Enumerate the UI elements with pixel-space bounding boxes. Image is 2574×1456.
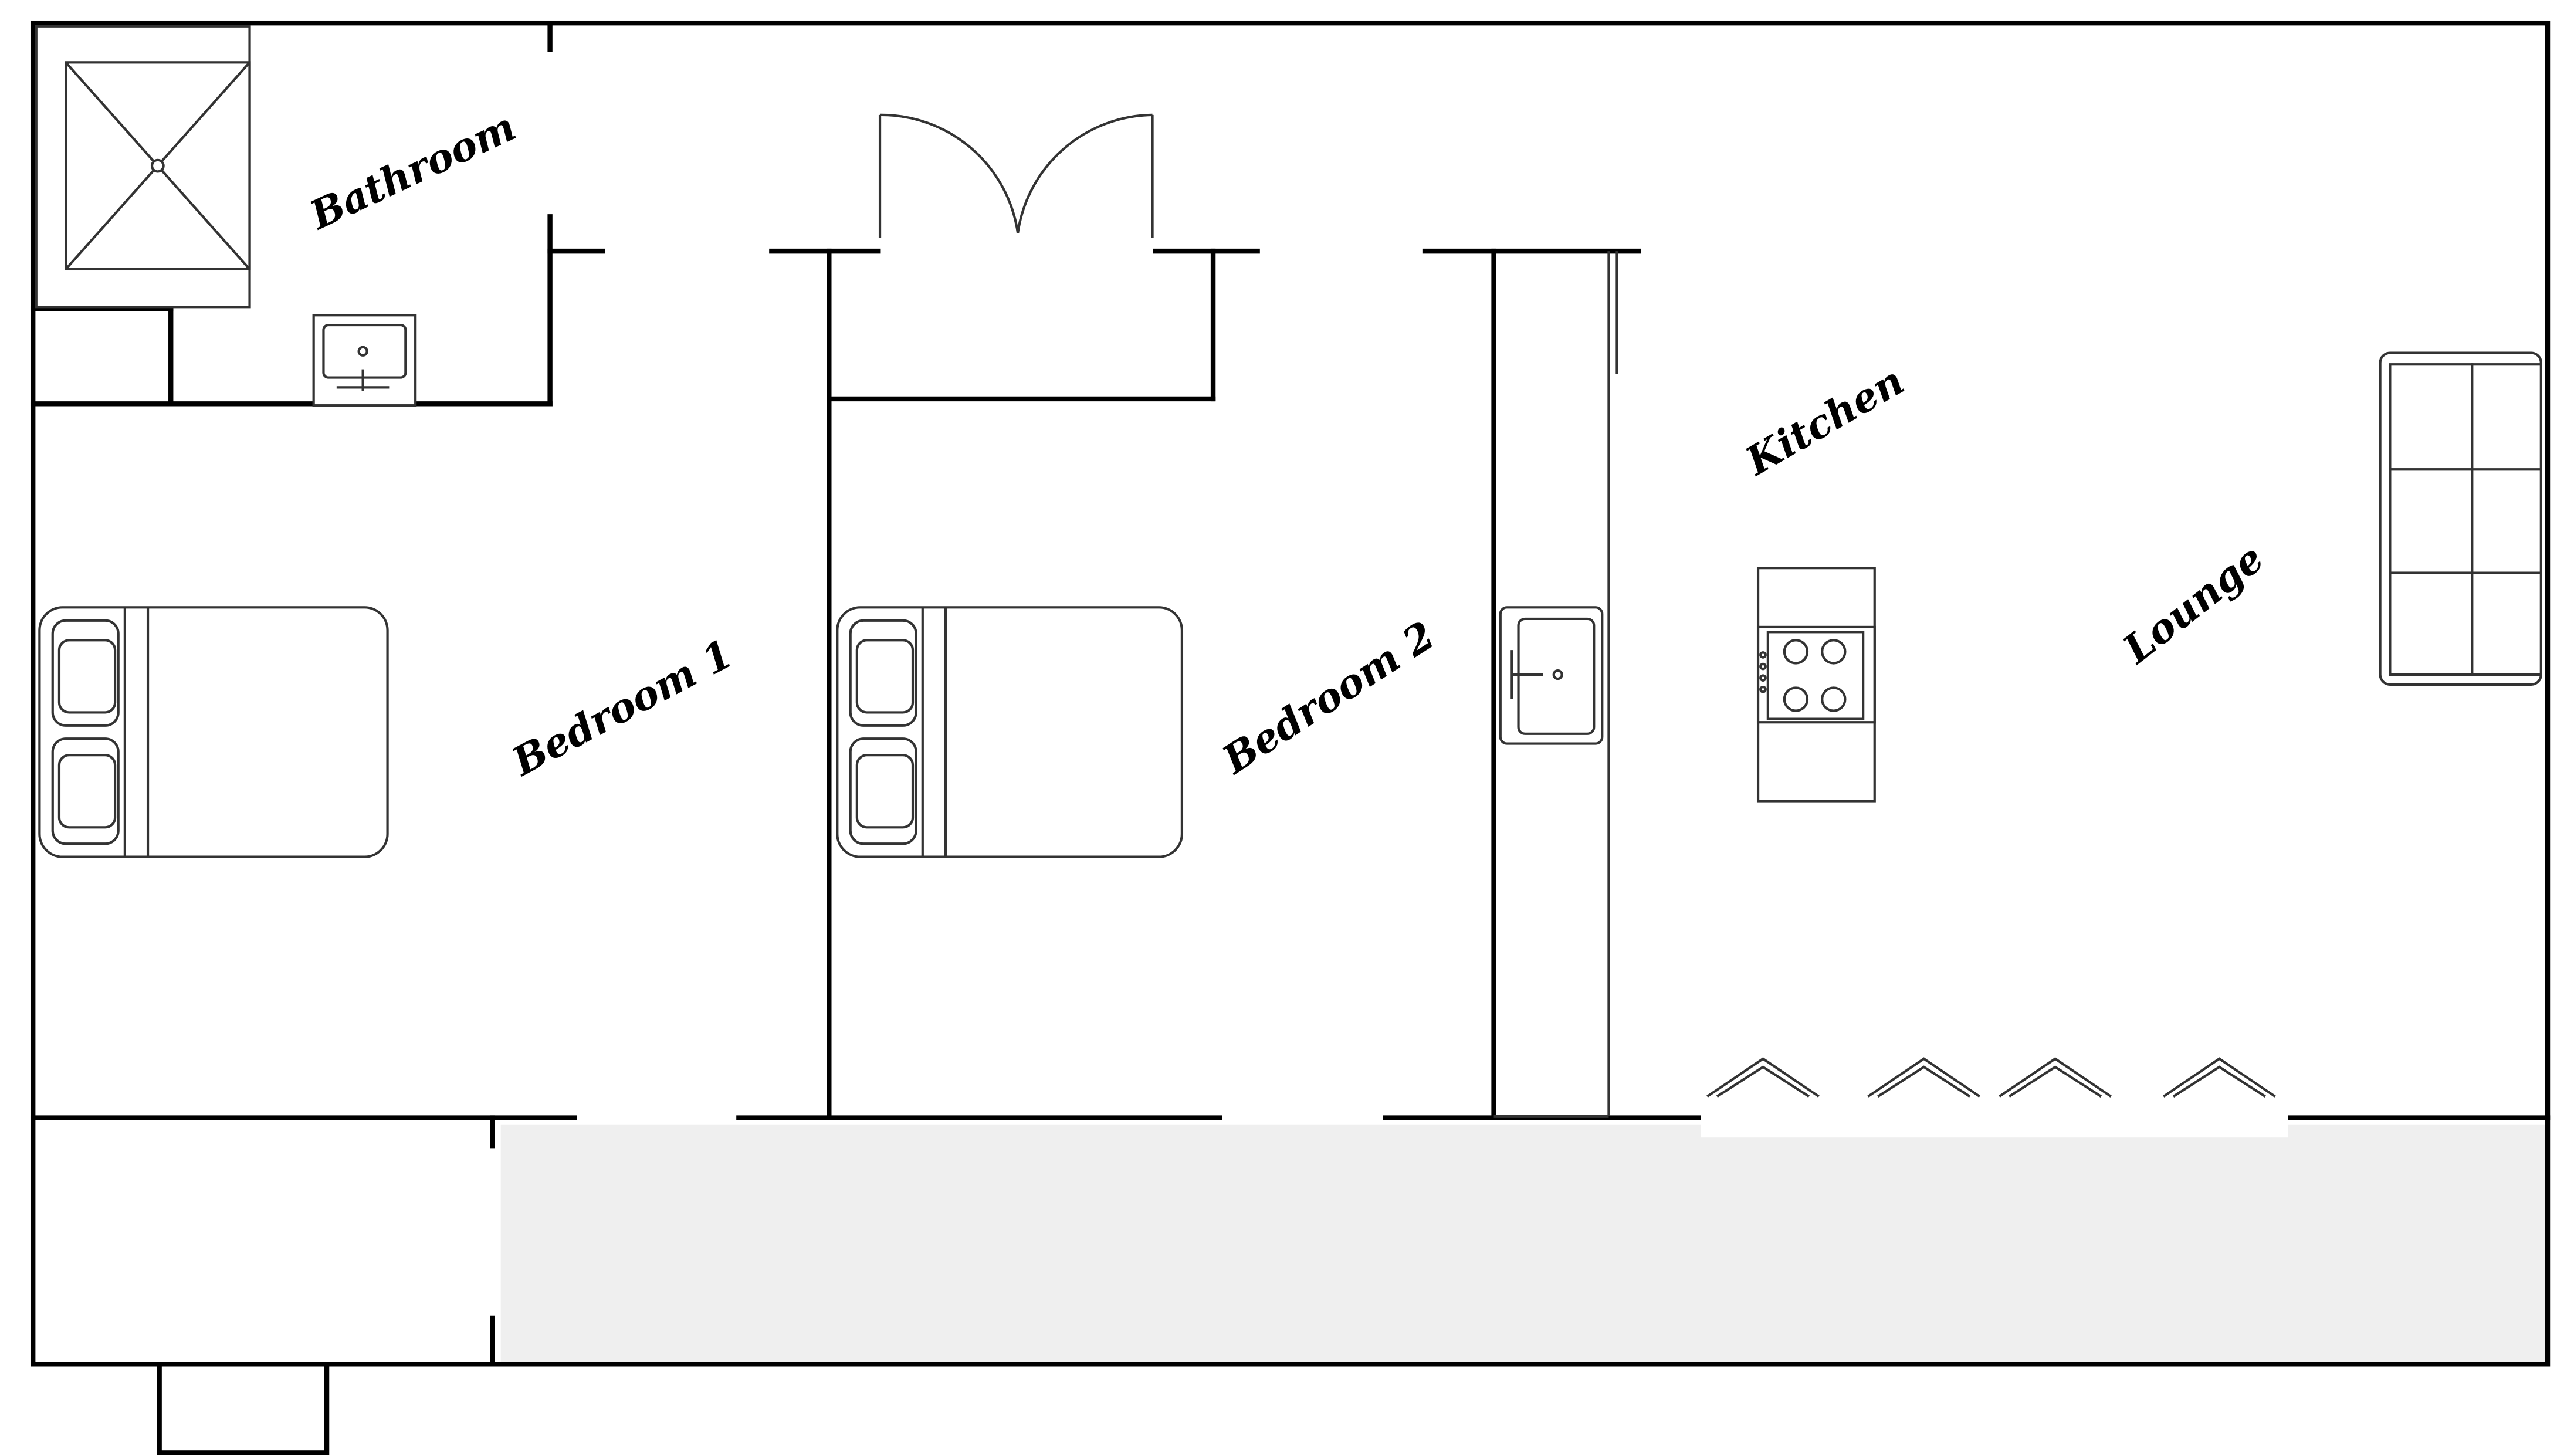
room-label-lounge: Lounge <box>2114 535 2272 673</box>
kitchen-sink <box>1499 606 1604 745</box>
outer-walls <box>30 20 2551 1367</box>
room-label-bedroom-2: Bedroom 2 <box>1213 612 1442 783</box>
bed-1 <box>38 606 389 858</box>
paved-area <box>500 1124 2548 1363</box>
room-label-bathroom: Bathroom <box>302 103 523 239</box>
bifold-doors <box>1701 1108 2288 1138</box>
room-label-bedroom-1: Bedroom 1 <box>504 630 740 785</box>
room-label-kitchen: Kitchen <box>1737 357 1912 485</box>
interior-walls <box>30 20 2551 1367</box>
shower <box>35 25 251 309</box>
front-step <box>157 1362 330 1455</box>
bathroom-sink <box>312 314 417 407</box>
bed-2 <box>836 606 1184 858</box>
bifold-door-panels <box>1706 1057 2276 1098</box>
sofa <box>2379 351 2542 686</box>
wardrobe-doors <box>878 113 1154 238</box>
cooktop-island <box>1756 567 1876 803</box>
kitchen-counter <box>1493 251 1618 1118</box>
